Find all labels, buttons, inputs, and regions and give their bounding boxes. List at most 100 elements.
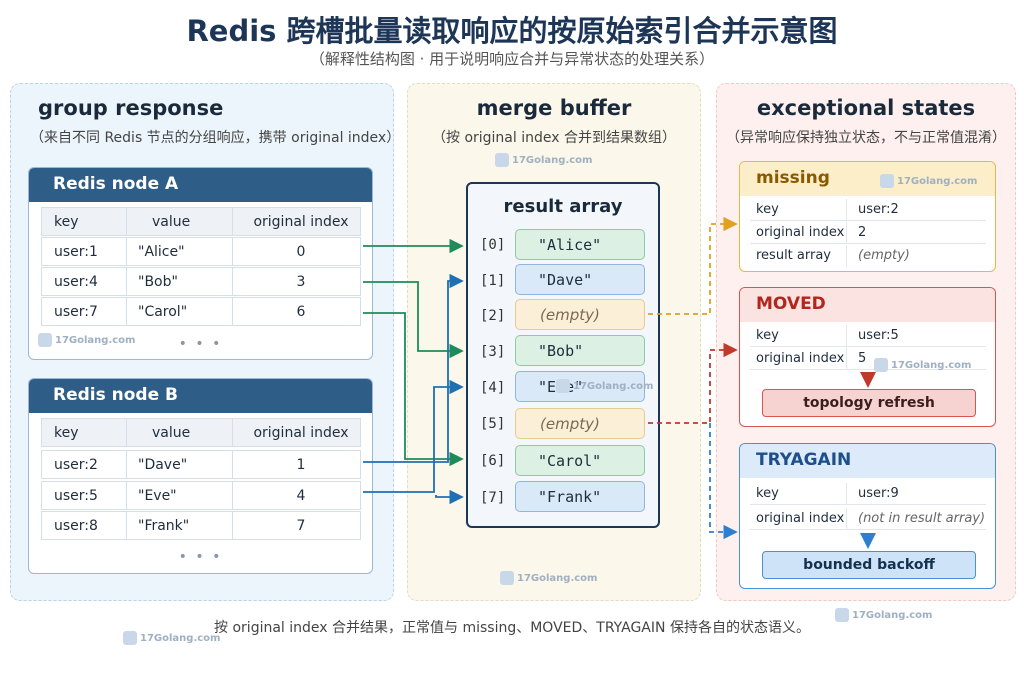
slot-index: [7] xyxy=(480,490,506,506)
row-key: user:4 xyxy=(54,274,98,290)
col-key-header: key xyxy=(54,214,79,230)
table-row: user:1 "Alice" 0 xyxy=(41,237,361,266)
tryagain-card: TRYAGAIN key user:9 original index (not … xyxy=(739,443,996,589)
kv-key: result array xyxy=(756,248,831,263)
row-index: 7 xyxy=(296,518,306,534)
more-rows-indicator: • • • xyxy=(178,549,223,565)
slot-index: [0] xyxy=(480,237,506,253)
row-key: user:2 xyxy=(54,457,98,473)
row-value: "Bob" xyxy=(138,274,178,290)
row-key: user:1 xyxy=(54,244,98,260)
watermark-logo-icon xyxy=(38,333,52,347)
watermark: 17Golang.com xyxy=(123,631,220,645)
col-index-header: original index xyxy=(253,425,349,441)
watermark: 17Golang.com xyxy=(556,379,653,393)
table-row: user:2 "Dave" 1 xyxy=(41,450,361,479)
moved-title: MOVED xyxy=(740,288,995,322)
kv-value: (empty) xyxy=(858,248,910,263)
watermark-logo-icon xyxy=(835,608,849,622)
group-response-title: group response xyxy=(38,96,224,120)
result-slot-empty: (empty) xyxy=(515,299,645,330)
slot-index: [5] xyxy=(480,416,506,432)
col-key-header: key xyxy=(54,425,79,441)
row-index: 0 xyxy=(296,244,306,260)
footer-note: 按 original index 合并结果，正常值与 missing、MOVED… xyxy=(214,620,810,636)
watermark: 17Golang.com xyxy=(500,571,597,585)
exceptional-states-subtitle: （异常响应保持独立状态，不与正常值混淆） xyxy=(726,130,1006,146)
node-b-header: Redis node B xyxy=(29,379,372,413)
col-value-header: value xyxy=(152,425,191,441)
kv-key: key xyxy=(756,202,779,217)
watermark-logo-icon xyxy=(495,153,509,167)
row-value: "Alice" xyxy=(138,244,185,260)
result-slot: "Bob" xyxy=(515,335,645,366)
kv-value: 2 xyxy=(858,225,867,240)
watermark-logo-icon xyxy=(556,379,570,393)
kv-value: user:5 xyxy=(858,328,899,343)
table-row: user:4 "Bob" 3 xyxy=(41,267,361,296)
row-index: 3 xyxy=(296,274,306,290)
watermark: 17Golang.com xyxy=(38,333,135,347)
slot-index: [2] xyxy=(480,308,506,324)
kv-row: key user:5 xyxy=(750,325,986,347)
row-value: "Dave" xyxy=(138,457,188,473)
merge-buffer-subtitle: （按 original index 合并到结果数组） xyxy=(432,130,676,146)
row-value: "Frank" xyxy=(138,518,190,534)
table-row: user:7 "Carol" 6 xyxy=(41,297,361,326)
missing-card: missing key user:2 original index 2 resu… xyxy=(739,161,996,272)
col-value-header: value xyxy=(152,214,191,230)
kv-value: user:2 xyxy=(858,202,899,217)
more-rows-indicator: • • • xyxy=(178,336,223,352)
table-row: user:5 "Eve" 4 xyxy=(41,481,361,510)
slot-index: [3] xyxy=(480,344,506,360)
result-slot: "Carol" xyxy=(515,445,645,476)
kv-key: original index xyxy=(756,225,845,240)
exceptional-states-title: exceptional states xyxy=(756,96,976,120)
node-a-header-row: key value original index xyxy=(41,207,361,236)
result-slot: "Eve" xyxy=(515,371,645,402)
col-index-header: original index xyxy=(253,214,349,230)
watermark-logo-icon xyxy=(874,358,888,372)
row-index: 4 xyxy=(296,488,306,504)
watermark-logo-icon xyxy=(880,174,894,188)
result-slot-empty: (empty) xyxy=(515,408,645,439)
result-slot: "Alice" xyxy=(515,229,645,260)
node-a-header: Redis node A xyxy=(29,168,372,202)
kv-key: key xyxy=(756,328,779,343)
kv-row: key user:9 xyxy=(750,483,986,505)
result-slot: "Frank" xyxy=(515,481,645,512)
kv-row: original index (not in result array) xyxy=(750,508,986,530)
topology-refresh-action: topology refresh xyxy=(762,389,976,417)
watermark: 17Golang.com xyxy=(835,608,932,622)
redis-node-a: Redis node A key value original index us… xyxy=(28,167,373,360)
watermark: 17Golang.com xyxy=(495,153,592,167)
watermark-logo-icon xyxy=(123,631,137,645)
kv-value: (not in result array) xyxy=(858,511,986,526)
kv-key: original index xyxy=(756,511,845,526)
row-index: 6 xyxy=(296,304,306,320)
kv-value: 5 xyxy=(858,351,867,366)
slot-index: [4] xyxy=(480,380,506,396)
moved-card: MOVED key user:5 original index 5 topolo… xyxy=(739,287,996,427)
row-key: user:5 xyxy=(54,488,98,504)
merge-buffer-title: merge buffer xyxy=(476,96,632,120)
slot-index: [6] xyxy=(480,453,506,469)
kv-row: key user:2 xyxy=(750,199,986,221)
bounded-backoff-action: bounded backoff xyxy=(762,551,976,579)
kv-row: original index 5 xyxy=(750,348,986,370)
kv-row: original index 2 xyxy=(750,222,986,244)
kv-row: result array (empty) xyxy=(750,245,986,267)
row-value: "Carol" xyxy=(138,304,188,320)
node-b-header-row: key value original index xyxy=(41,418,361,447)
kv-key: key xyxy=(756,486,779,501)
watermark: 17Golang.com xyxy=(874,358,971,372)
missing-title: missing xyxy=(740,162,995,196)
redis-node-b: Redis node B key value original index us… xyxy=(28,378,373,574)
watermark: 17Golang.com xyxy=(880,174,977,188)
slot-index: [1] xyxy=(480,273,506,289)
row-key: user:7 xyxy=(54,304,98,320)
page-subtitle: （解释性结构图 · 用于说明响应合并与异常状态的处理关系） xyxy=(309,50,715,68)
kv-value: user:9 xyxy=(858,486,899,501)
page-title: Redis 跨槽批量读取响应的按原始索引合并示意图 xyxy=(186,14,838,48)
table-row: user:8 "Frank" 7 xyxy=(41,511,361,540)
